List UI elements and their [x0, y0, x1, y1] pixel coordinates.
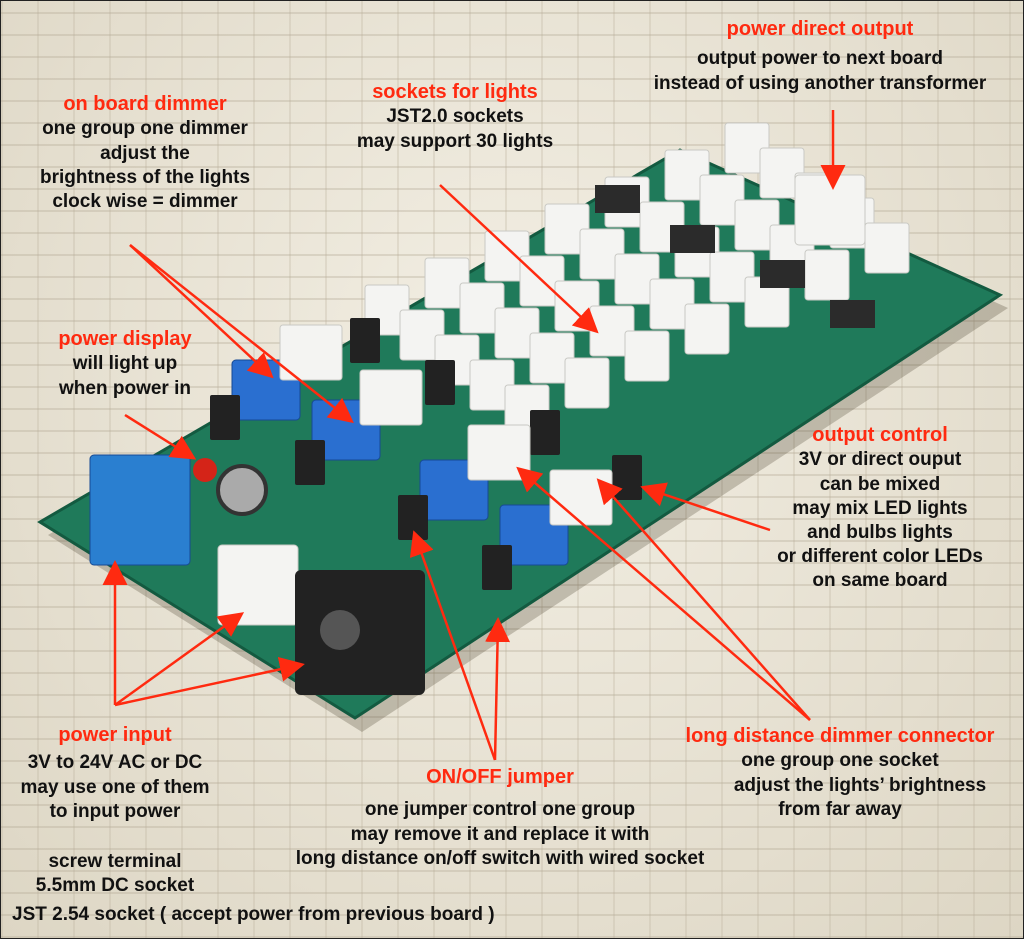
label-line: JST2.0 sockets: [386, 106, 524, 128]
jumper: [482, 545, 512, 590]
label-line: adjust the: [100, 142, 190, 164]
label-title: output control: [812, 424, 948, 446]
arrow: [129, 244, 274, 379]
label-line: brightness of the lights: [39, 166, 251, 188]
arrow: [129, 244, 354, 424]
ic-chip: [760, 260, 805, 288]
dc-socket-hole: [320, 610, 360, 650]
screw-terminal: [89, 454, 191, 566]
jst-socket: [564, 357, 610, 409]
label-line: or different color LEDs: [777, 545, 983, 567]
label-line: on same board: [812, 570, 948, 592]
label-line: from far away: [778, 798, 902, 820]
arrow: [596, 478, 811, 721]
capacitor: [216, 464, 268, 516]
jumper: [210, 395, 240, 440]
dimmer-connector-socket: [549, 469, 613, 526]
label-power-input-sources: screw terminal 5.5mm DC socket: [0, 850, 230, 898]
label-line: one group one dimmer: [42, 118, 248, 140]
jumper: [425, 360, 455, 405]
label-title: on board dimmer: [63, 93, 227, 115]
ic-chip: [830, 300, 875, 328]
jst-socket: [804, 249, 850, 301]
arrow: [485, 617, 511, 761]
dimmer-connector-socket: [467, 424, 531, 481]
label-line: to input power: [49, 800, 181, 822]
label-title: power direct output: [726, 18, 914, 40]
label-line: instead of using another transformer: [653, 72, 987, 94]
label-power-direct-output: power direct output output power to next…: [615, 17, 1024, 96]
label-title: long distance dimmer connector: [685, 725, 995, 747]
label-line: long distance on/off switch with wired s…: [295, 847, 705, 869]
label-output-control: output control 3V or direct ouput can be…: [750, 423, 1010, 593]
ic-chip: [595, 185, 640, 213]
label-on-board-dimmer: on board dimmer one group one dimmer adj…: [20, 92, 270, 214]
label-line: can be mixed: [819, 473, 941, 495]
label-line: will light up: [72, 353, 178, 375]
jst-socket: [624, 330, 670, 382]
label-title: power input: [58, 724, 172, 746]
label-title: ON/OFF jumper: [426, 766, 574, 788]
ic-chip: [670, 225, 715, 253]
jst-socket: [864, 222, 910, 274]
label-line: may mix LED lights: [792, 497, 968, 519]
jumper: [295, 440, 325, 485]
label-line: screw terminal: [48, 851, 182, 872]
arrow: [124, 413, 197, 460]
jumper: [350, 318, 380, 363]
power-led: [193, 458, 217, 482]
label-line: 3V to 24V AC or DC: [27, 752, 203, 774]
dc-socket: [295, 570, 425, 695]
jumper: [530, 410, 560, 455]
arrow: [640, 482, 771, 532]
dimmer-connector-socket: [359, 369, 423, 426]
jumper: [398, 495, 428, 540]
label-long-distance-dimmer-connector: long distance dimmer connector one group…: [665, 724, 1015, 822]
label-sockets-for-lights: sockets for lights JST2.0 sockets may su…: [330, 80, 580, 154]
label-power-input: power input 3V to 24V AC or DC may use o…: [0, 723, 230, 824]
label-line: one group one socket: [741, 750, 939, 772]
light-sockets-grid: [364, 122, 910, 436]
arrow: [114, 657, 305, 707]
label-line: may use one of them: [20, 776, 210, 798]
arrow: [114, 612, 245, 707]
jumper: [612, 455, 642, 500]
label-line: when power in: [59, 377, 191, 399]
label-line: output power to next board: [697, 48, 943, 70]
label-line: JST 2.54 socket ( accept power from prev…: [12, 904, 495, 925]
power-direct-output-socket: [794, 174, 866, 246]
annotation-arrows: [102, 110, 846, 761]
label-line: 5.5mm DC socket: [35, 875, 195, 897]
label-line: may remove it and replace it with: [350, 823, 650, 845]
dimmer-connector-socket: [279, 324, 343, 381]
label-line: may support 30 lights: [356, 130, 554, 152]
label-line: 3V or direct ouput: [798, 449, 962, 471]
label-line: clock wise = dimmer: [52, 190, 238, 212]
jst-socket: [684, 303, 730, 355]
board-components: [89, 185, 875, 695]
label-power-display: power display will light up when power i…: [20, 327, 230, 401]
label-line: adjust the lights’ brightness: [733, 774, 987, 796]
jst-power-socket: [217, 544, 299, 626]
arrow: [439, 184, 599, 334]
label-line: and bulbs lights: [807, 521, 953, 543]
label-title: sockets for lights: [372, 81, 538, 103]
arrow: [516, 466, 811, 721]
label-title: power display: [58, 328, 192, 350]
label-line: one jumper control one group: [364, 799, 636, 821]
label-on-off-jumper: ON/OFF jumper one jumper control one gro…: [250, 765, 750, 871]
arrow: [409, 530, 497, 761]
